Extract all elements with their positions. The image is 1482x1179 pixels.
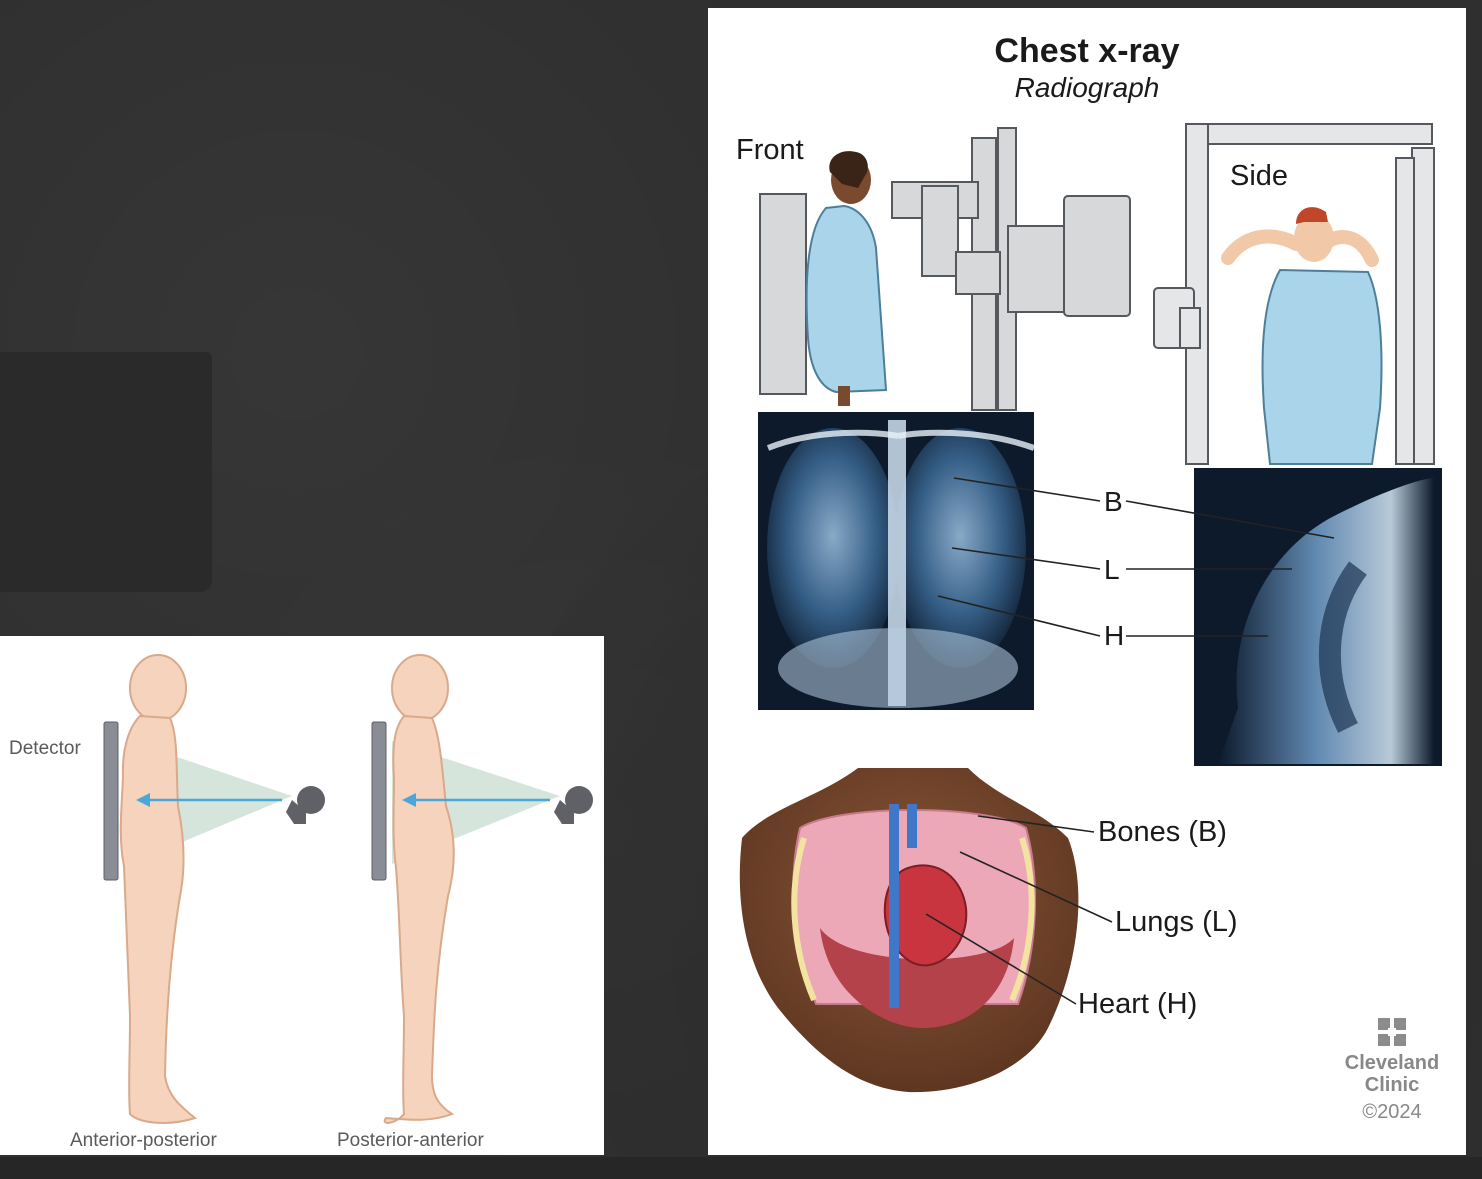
xray-tube-right-bulb [565, 786, 593, 814]
front-xray-clavicles [766, 429, 1036, 451]
xray-leader-lines [937, 477, 1335, 637]
anatomy-diaphragm [820, 928, 1014, 1028]
detector-label: Detector [9, 738, 81, 759]
body-figure-right [383, 654, 455, 1124]
legend-lungs: Lungs (L) [1115, 906, 1238, 938]
detector-plate-left [103, 721, 119, 881]
brand-name: Cleveland Clinic [1344, 1052, 1440, 1096]
side-xray-frame [1153, 123, 1435, 465]
anatomy-leader-lines [925, 815, 1113, 1005]
letter-l: L [1104, 554, 1120, 585]
ap-pa-diagram-panel: Detector Anterior-posterior Posterior-an… [0, 636, 604, 1155]
xray-tube-right-icon [554, 800, 574, 824]
front-xray-lung-left [894, 428, 1026, 668]
copyright-text: ©2024 [1362, 1101, 1422, 1123]
xray-tube-left-icon [286, 800, 306, 824]
letter-b: B [1104, 486, 1123, 517]
front-label: Front [736, 134, 804, 166]
letter-h: H [1104, 620, 1125, 651]
body-figure-left [119, 654, 198, 1124]
infographic-subtitle: Radiograph [1014, 72, 1160, 103]
xray-tube-left-bulb [297, 786, 325, 814]
front-xray-machine [759, 127, 1131, 411]
side-xray-lung-shadow [1318, 561, 1367, 733]
chest-xray-illustration [739, 123, 1442, 1093]
ap-pa-illustration [103, 654, 593, 1124]
infographic-title: Chest x-ray [994, 32, 1180, 70]
anatomy-ribs [791, 837, 1035, 1002]
cleveland-clinic-logo-icon [1378, 1018, 1406, 1046]
background-block [0, 352, 212, 592]
side-patient-figure [1221, 207, 1383, 465]
anatomy-vessels [889, 804, 917, 1008]
side-label: Side [1230, 160, 1289, 192]
arrowhead-right [402, 793, 416, 807]
legend-heart: Heart (H) [1078, 988, 1198, 1020]
front-xray-diaphragm [778, 628, 1018, 708]
chest-xray-infographic-panel: Chest x-ray Radiograph Front Side B L H … [708, 8, 1466, 1155]
front-patient-figure [805, 151, 888, 406]
anterior-posterior-caption: Anterior-posterior [70, 1130, 217, 1151]
arrowhead-left [136, 793, 150, 807]
posterior-anterior-caption: Posterior-anterior [337, 1130, 484, 1151]
legend-bones: Bones (B) [1098, 816, 1227, 848]
anatomy-heart [883, 864, 968, 967]
detector-plate-right [371, 721, 387, 881]
bottom-strip [0, 1157, 1482, 1179]
front-xray-lung-right [767, 428, 899, 668]
